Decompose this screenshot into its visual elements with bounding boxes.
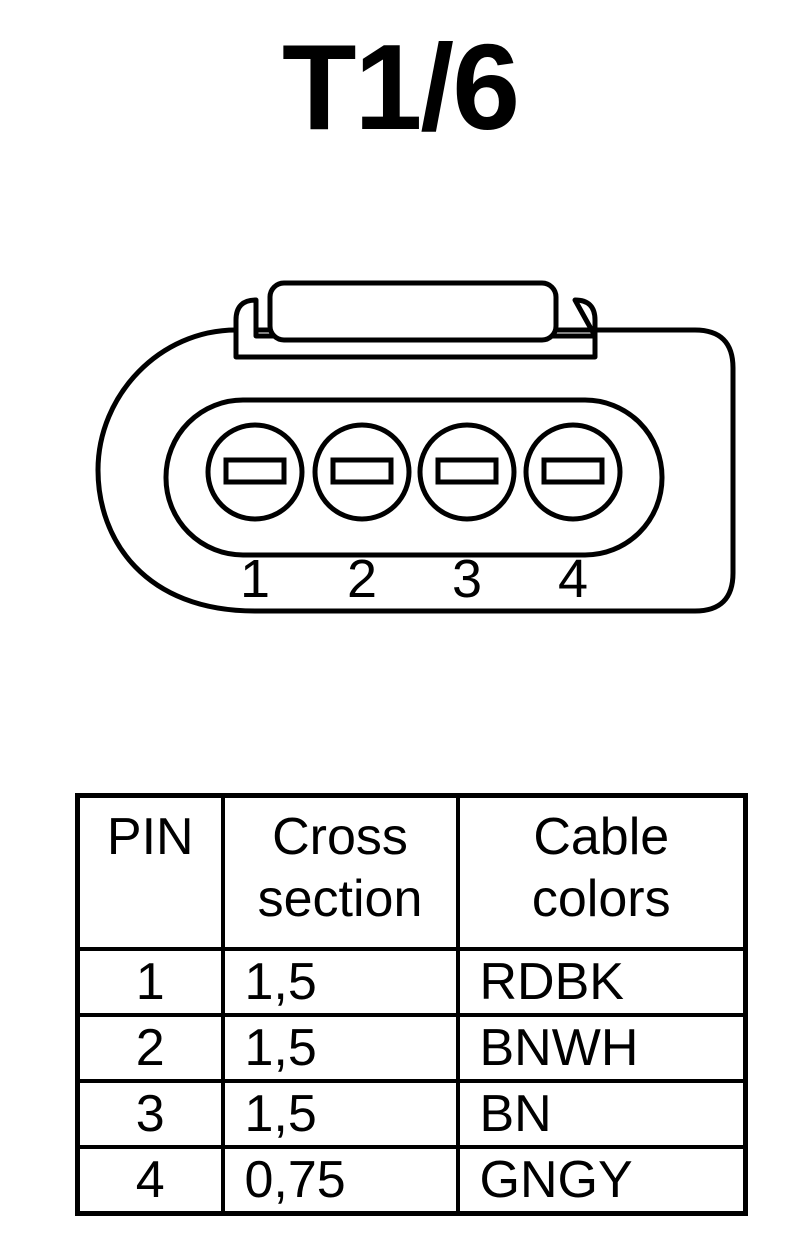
- pin-table-header-row: PIN Cross section Cable colors: [75, 793, 748, 951]
- header-cross-section: Cross section: [220, 793, 460, 951]
- cell-pin: 3: [75, 1079, 225, 1149]
- pin-2-contact: [330, 457, 394, 485]
- table-row: 2 1,5 BNWH: [75, 1013, 748, 1083]
- pin-table: PIN Cross section Cable colors 1 1,5 RDB…: [75, 793, 748, 1216]
- cell-cross-section: 1,5: [220, 1013, 460, 1083]
- cell-pin: 4: [75, 1145, 225, 1216]
- pin-group: [205, 422, 623, 522]
- header-cable-colors: Cable colors: [455, 793, 748, 951]
- locking-tab-latch: [267, 280, 559, 343]
- cell-cable-color: BN: [455, 1079, 748, 1149]
- table-row: 4 0,75 GNGY: [75, 1145, 748, 1216]
- pin-3-contact: [435, 457, 499, 485]
- pin-label-4: 4: [558, 549, 588, 609]
- pin-4-contact: [541, 457, 605, 485]
- pin-label-group: 1 2 3 4: [240, 549, 588, 609]
- pin-label-1: 1: [240, 549, 270, 609]
- cell-pin: 2: [75, 1013, 225, 1083]
- cell-cross-section: 0,75: [220, 1145, 460, 1216]
- cell-pin: 1: [75, 947, 225, 1017]
- connector-title: T1/6: [281, 19, 520, 155]
- table-row: 1 1,5 RDBK: [75, 947, 748, 1017]
- pin-label-2: 2: [347, 549, 377, 609]
- connector-diagram: 1 2 3 4: [95, 280, 736, 614]
- table-row: 3 1,5 BN: [75, 1079, 748, 1149]
- pin-1-contact: [223, 457, 287, 485]
- locking-tab-outline: [233, 297, 598, 360]
- cell-cable-color: GNGY: [455, 1145, 748, 1216]
- cell-cross-section: 1,5: [220, 947, 460, 1017]
- cell-cable-color: RDBK: [455, 947, 748, 1017]
- cell-cable-color: BNWH: [455, 1013, 748, 1083]
- cell-cross-section: 1,5: [220, 1079, 460, 1149]
- pin-label-3: 3: [452, 549, 482, 609]
- header-pin: PIN: [75, 793, 225, 951]
